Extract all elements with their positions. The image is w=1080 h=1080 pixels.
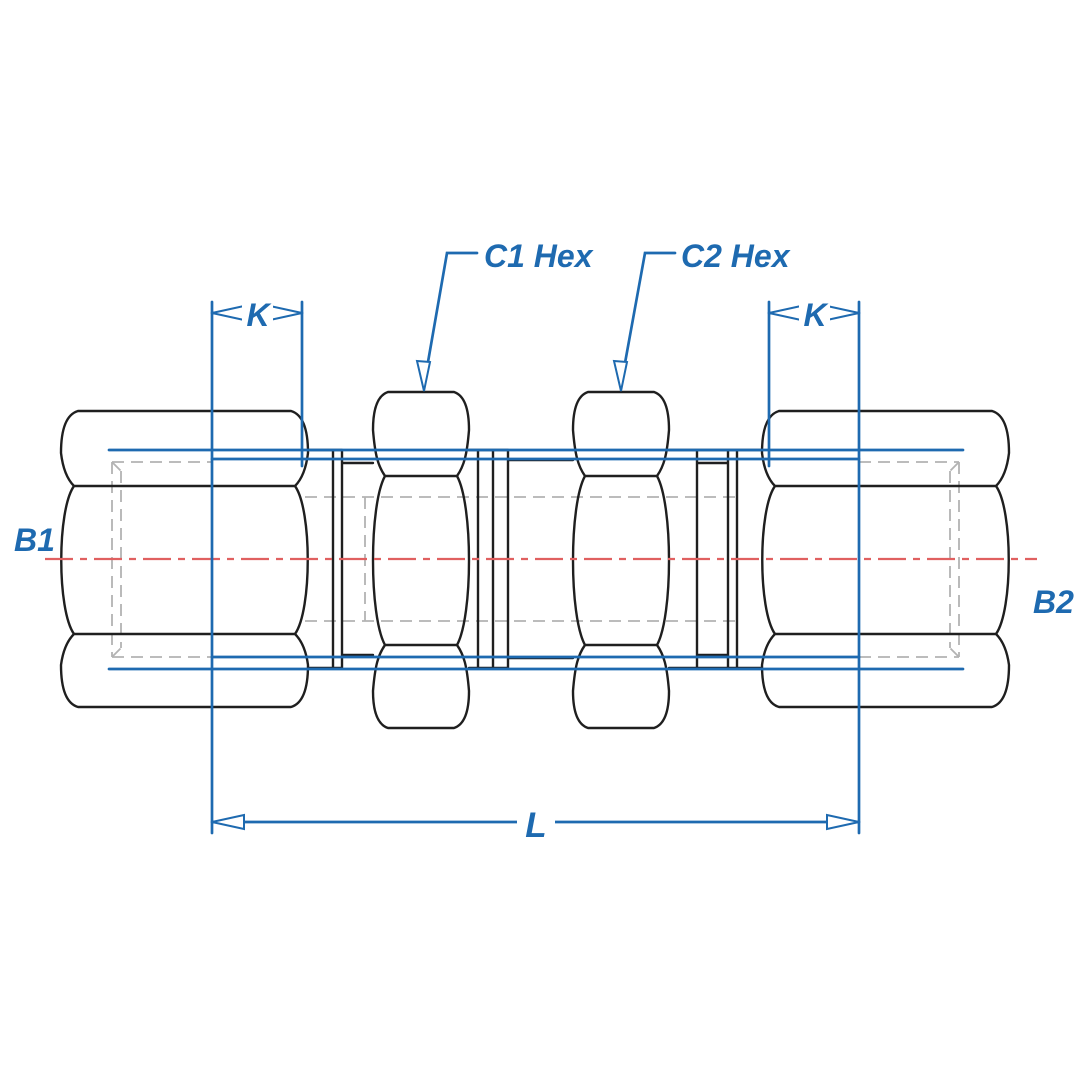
right-bore-chamfer-hidden [949,461,960,658]
b1-label: B1 [14,522,55,558]
label-chips-group [242,295,830,846]
c2-leader-arrow [612,359,629,392]
l-label-chip [517,798,555,846]
c1-hex-outline [371,390,471,730]
c2-hex-outline [571,390,671,730]
k-right-arrow-west [768,304,802,322]
k-right-arrow-east [826,304,860,322]
right-nut-outline [760,409,1011,709]
k-left-arrow-west [211,304,245,322]
k-left-arrow-east [269,304,303,322]
c1-hex-label: C1 Hex [484,238,594,274]
c1-leader-line [422,251,479,387]
left-bore-hidden-horizontals [112,461,212,658]
labels-group: C1 Hex C2 Hex K K L B1 B2 [14,238,1074,845]
k-right-label-chip [799,295,830,331]
k-right-label: K [803,297,829,333]
l-arrow-east [826,813,860,831]
k-left-label: K [246,297,272,333]
right-bore-hidden-horizontals [859,461,959,658]
dimension-group [107,251,965,835]
c1-leader-arrow [415,359,432,392]
left-bore-chamfer-hidden [111,461,122,658]
l-label: L [525,806,546,845]
k-left-label-chip [242,295,273,331]
b2-label: B2 [1033,584,1074,620]
c2-leader-line [619,251,677,387]
arrowheads-group [211,304,860,831]
body-thread-hidden-lines [305,496,742,622]
c2-hex-label: C2 Hex [681,238,791,274]
l-arrow-west [211,813,245,831]
